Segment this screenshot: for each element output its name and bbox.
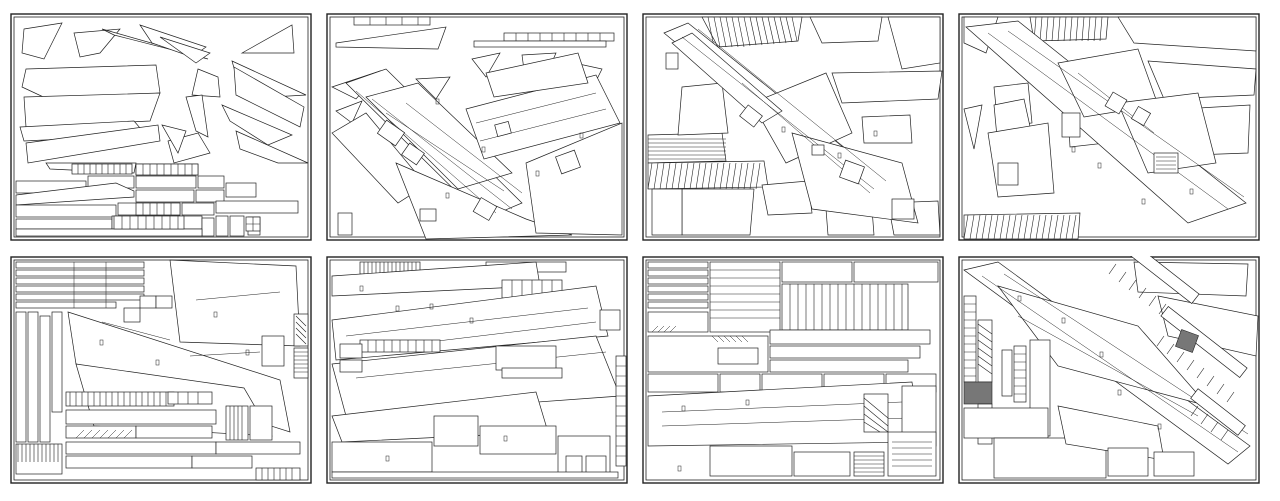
diagonal-plan bbox=[965, 20, 1247, 224]
lower-pieces bbox=[65, 391, 301, 481]
small-slots bbox=[435, 98, 584, 199]
small-slots bbox=[677, 399, 750, 472]
diagonal-plan bbox=[67, 259, 309, 437]
cut-sheet-8 bbox=[958, 256, 1260, 484]
cut-sheet-8-drawing bbox=[958, 256, 1260, 484]
small-block bbox=[337, 212, 353, 236]
hatched-panels bbox=[963, 16, 1109, 240]
vertical-strips bbox=[15, 311, 63, 475]
horizontal-strips bbox=[15, 261, 145, 309]
cut-sheet-5-drawing bbox=[10, 256, 312, 484]
diagonal-plan bbox=[331, 52, 623, 240]
outline-pieces bbox=[651, 16, 943, 236]
shard-pieces bbox=[19, 22, 309, 164]
cut-sheet-4 bbox=[958, 13, 1260, 241]
cut-sheet-3 bbox=[642, 13, 944, 241]
lower-pieces bbox=[963, 405, 1195, 479]
cut-sheet-4-drawing bbox=[958, 13, 1260, 241]
cut-sheet-1-drawing bbox=[10, 13, 312, 241]
middle-strips bbox=[647, 329, 937, 393]
cut-sheet-6 bbox=[326, 256, 628, 484]
lower-pieces bbox=[709, 431, 937, 477]
small-slots bbox=[99, 311, 250, 366]
ladder-strips bbox=[71, 163, 261, 232]
cut-sheet-2-drawing bbox=[326, 13, 628, 241]
cut-sheet-7 bbox=[642, 256, 944, 484]
horizontal-strips bbox=[647, 261, 939, 333]
diagonal-plan bbox=[963, 261, 1259, 465]
small-slots bbox=[359, 285, 508, 462]
top-band bbox=[331, 261, 567, 299]
cut-sheet-2 bbox=[326, 13, 628, 241]
right-ladder bbox=[615, 355, 627, 467]
cut-sheet-3-drawing bbox=[642, 13, 944, 241]
diagonal-ladders bbox=[1108, 256, 1248, 441]
small-slots bbox=[1071, 146, 1194, 205]
hatched-panels bbox=[647, 16, 803, 190]
small-slots bbox=[781, 126, 878, 159]
cut-sheet-6-drawing bbox=[326, 256, 628, 484]
cut-sheet-5 bbox=[10, 256, 312, 484]
cut-sheet-7-drawing bbox=[642, 256, 944, 484]
lower-pieces bbox=[331, 415, 619, 479]
vertical-strips bbox=[647, 283, 909, 333]
diagonal-plan bbox=[663, 22, 919, 224]
cut-sheet-1 bbox=[10, 13, 312, 241]
top-strips bbox=[335, 16, 615, 50]
accent-blocks bbox=[1175, 329, 1199, 353]
small-slots bbox=[1017, 295, 1162, 430]
